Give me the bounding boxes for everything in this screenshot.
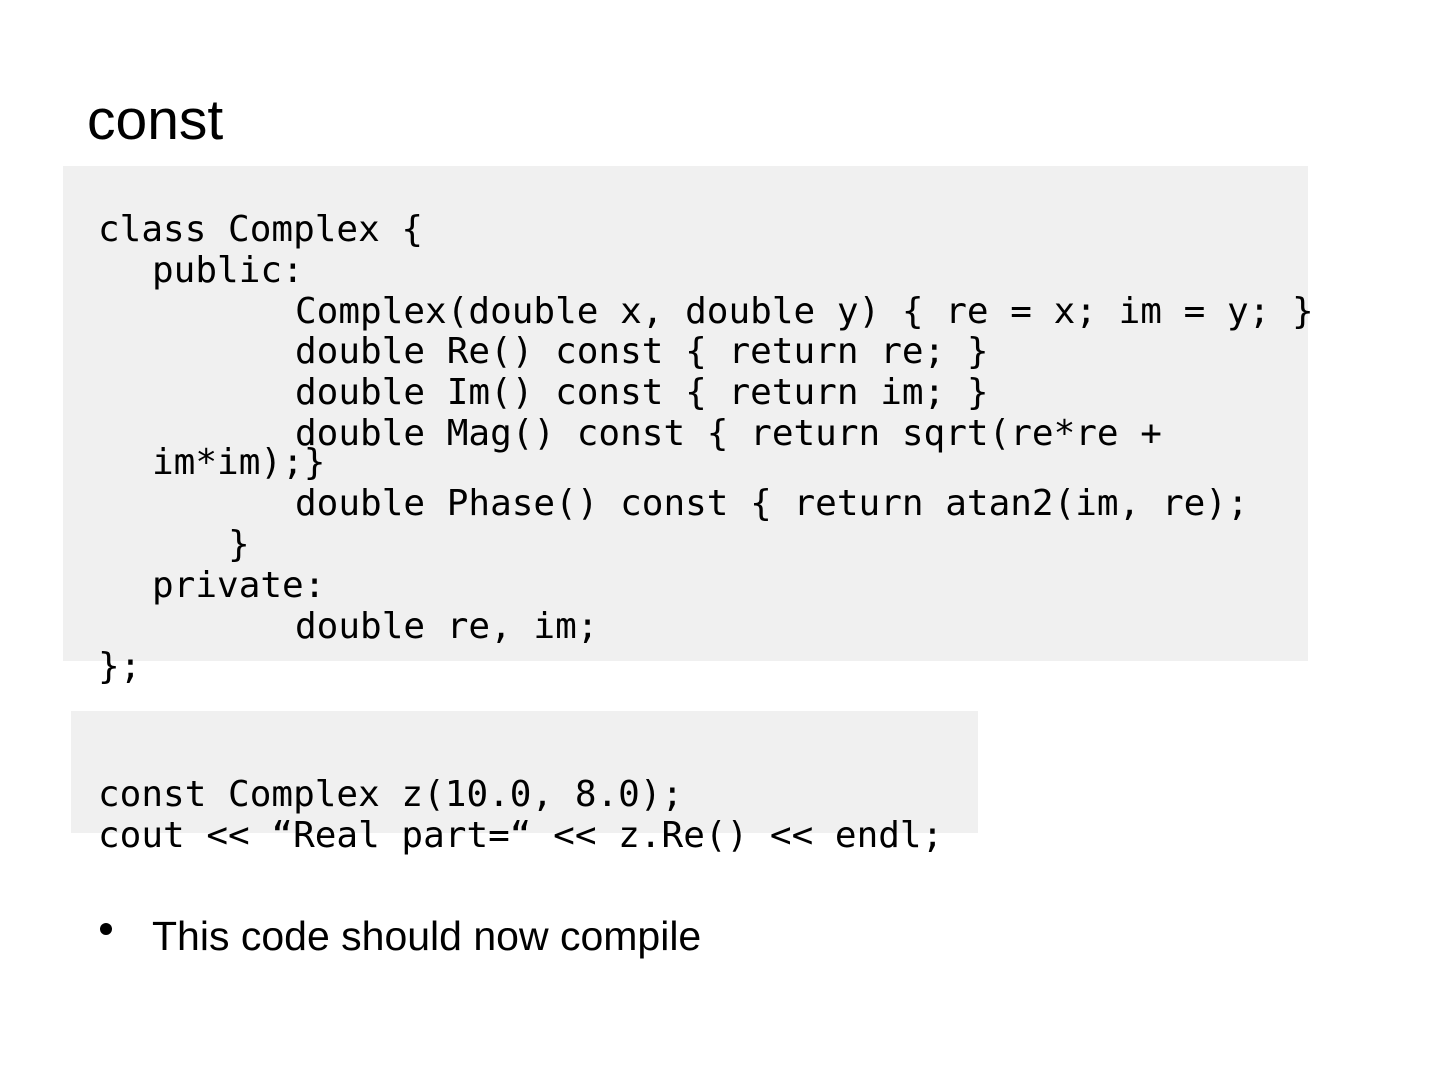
code-line: public: xyxy=(152,249,304,291)
code-line: double Mag() const { return sqrt(re*re + xyxy=(295,412,1162,454)
code-line: class Complex { xyxy=(98,209,424,250)
code-line: private: xyxy=(152,564,326,606)
code-line: } xyxy=(228,523,250,565)
code-block-2-background xyxy=(71,711,978,833)
code-line: Complex(double x, double y) { re = x; im… xyxy=(295,290,1314,332)
slide-title: const xyxy=(87,88,224,152)
bullet-icon xyxy=(100,923,112,935)
code-block-1-background xyxy=(63,166,1308,661)
code-line: }; xyxy=(98,646,142,688)
code-line: cout << “Real part=“ << z.Re() << endl; xyxy=(98,814,944,856)
code-line: const Complex z(10.0, 8.0); xyxy=(98,774,684,815)
code-line: double Phase() const { return atan2(im, … xyxy=(295,483,1249,525)
code-line: double Im() const { return im; } xyxy=(295,372,989,414)
code-line-wrapped: im*im);} xyxy=(152,442,326,484)
code-line: double re, im; xyxy=(295,605,599,647)
bullet-text: This code should now compile xyxy=(152,913,702,959)
code-line: double Re() const { return re; } xyxy=(295,331,989,373)
code-block-2: const Complex z(10.0, 8.0); cout << “Rea… xyxy=(98,774,944,857)
code-block-1: class Complex { public: Complex(double x… xyxy=(98,209,1314,688)
